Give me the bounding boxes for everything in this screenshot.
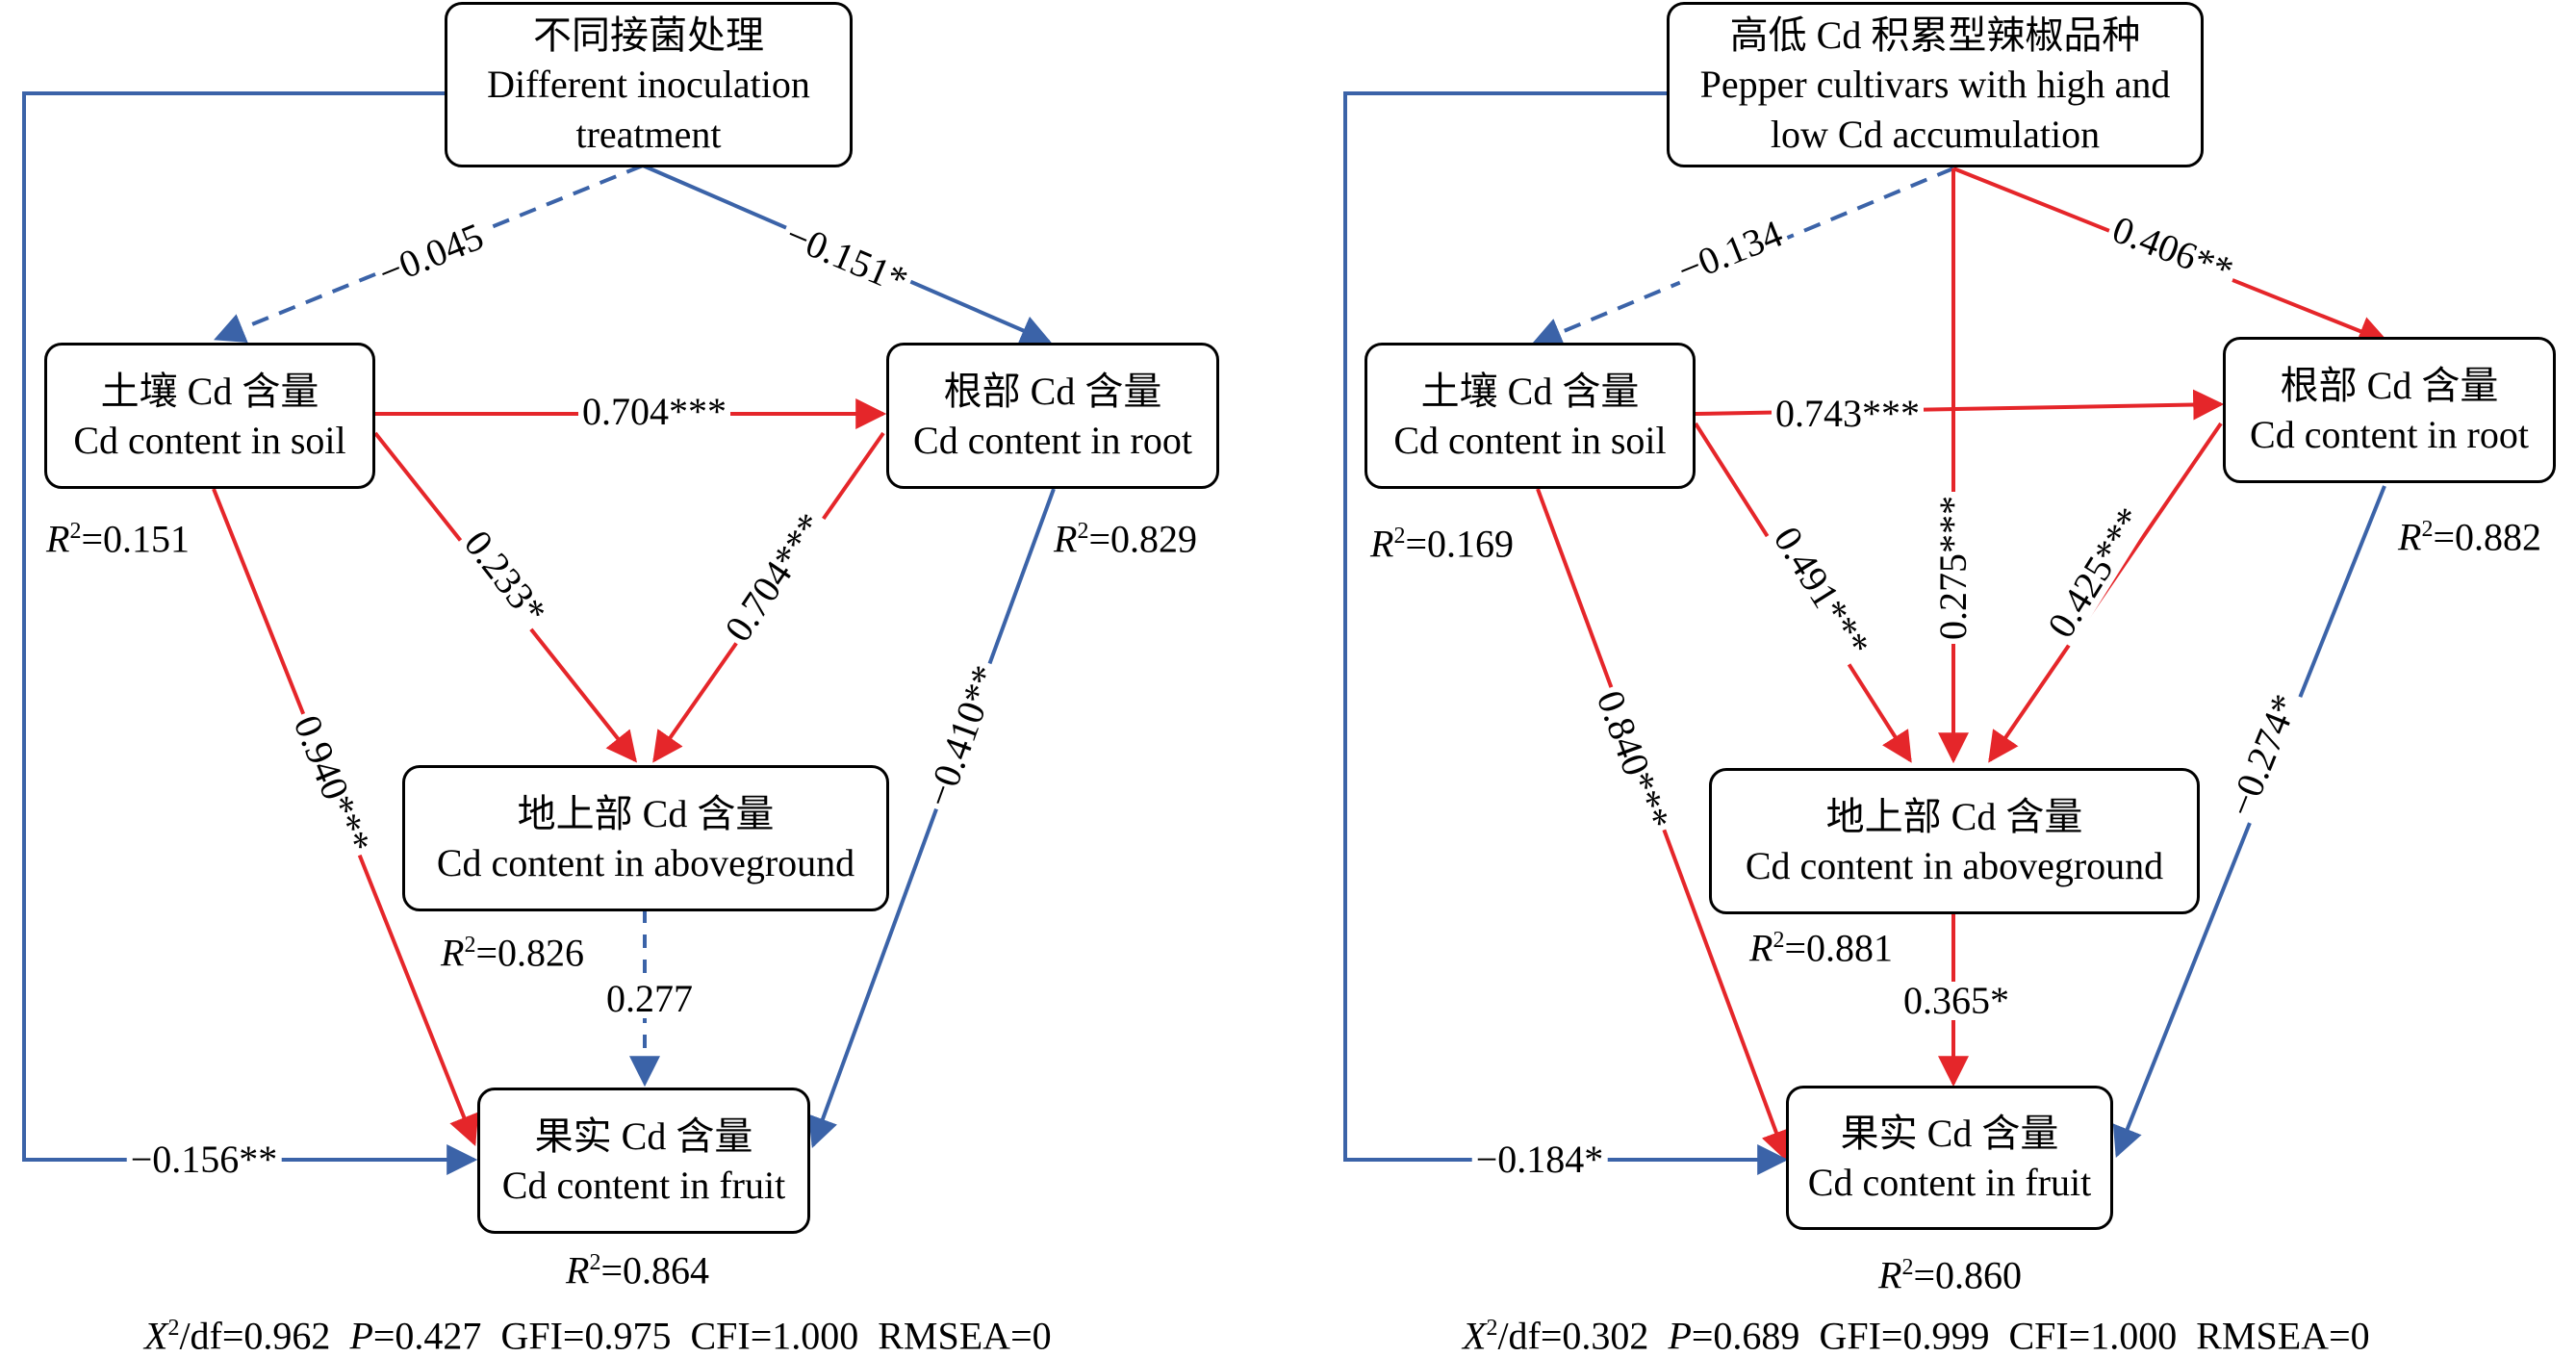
left-node-fruit: 果实 Cd 含量 Cd content in fruit — [477, 1088, 810, 1234]
right-coef-above-fruit: 0.365* — [1900, 982, 2013, 1020]
right-node-cultivars: 高低 Cd 积累型辣椒品种 Pepper cultivars with high… — [1667, 2, 2204, 167]
right-fit-indices: X2/df=0.302 P=0.689 GFI=0.999 CFI=1.000 … — [1463, 1314, 2370, 1357]
right-node-fruit: 果实 Cd 含量 Cd content in fruit — [1786, 1086, 2113, 1230]
left-coef-soil-root: 0.704*** — [578, 393, 730, 431]
left-arrow-top-soil — [214, 164, 644, 343]
right-r2-fruit: R2=0.860 — [1878, 1253, 2022, 1297]
right-r2-above: R2=0.881 — [1749, 926, 1893, 970]
left-node-treatment: 不同接菌处理 Different inoculation treatment — [445, 2, 853, 167]
left-node-root: 根部 Cd 含量 Cd content in root — [886, 343, 1219, 489]
left-r2-soil: R2=0.151 — [46, 517, 190, 561]
left-fit-indices: X2/df=0.962 P=0.427 GFI=0.975 CFI=1.000 … — [144, 1314, 1052, 1357]
left-r2-above: R2=0.826 — [441, 931, 584, 975]
right-coef-top-above: 0.275*** — [1931, 492, 1975, 644]
right-node-root: 根部 Cd 含量 Cd content in root — [2223, 337, 2556, 483]
right-arrow-top-soil — [1531, 166, 1954, 347]
left-r2-fruit: R2=0.864 — [566, 1248, 709, 1293]
left-r2-root: R2=0.829 — [1054, 517, 1197, 561]
right-coef-top-fruit: −0.184* — [1471, 1140, 1608, 1179]
left-arrow-root-fruit — [807, 488, 1056, 1149]
right-node-soil: 土壤 Cd 含量 Cd content in soil — [1365, 343, 1696, 489]
right-coef-soil-root: 0.743*** — [1772, 395, 1924, 433]
left-node-soil: 土壤 Cd 含量 Cd content in soil — [44, 343, 375, 489]
left-coef-above-fruit: 0.277 — [602, 980, 697, 1018]
right-r2-soil: R2=0.169 — [1370, 522, 1514, 566]
right-r2-root: R2=0.882 — [2398, 515, 2541, 559]
right-node-aboveground: 地上部 Cd 含量 Cd content in aboveground — [1709, 768, 2200, 914]
left-coef-top-fruit: −0.156** — [126, 1140, 282, 1179]
left-node-aboveground: 地上部 Cd 含量 Cd content in aboveground — [402, 765, 889, 911]
